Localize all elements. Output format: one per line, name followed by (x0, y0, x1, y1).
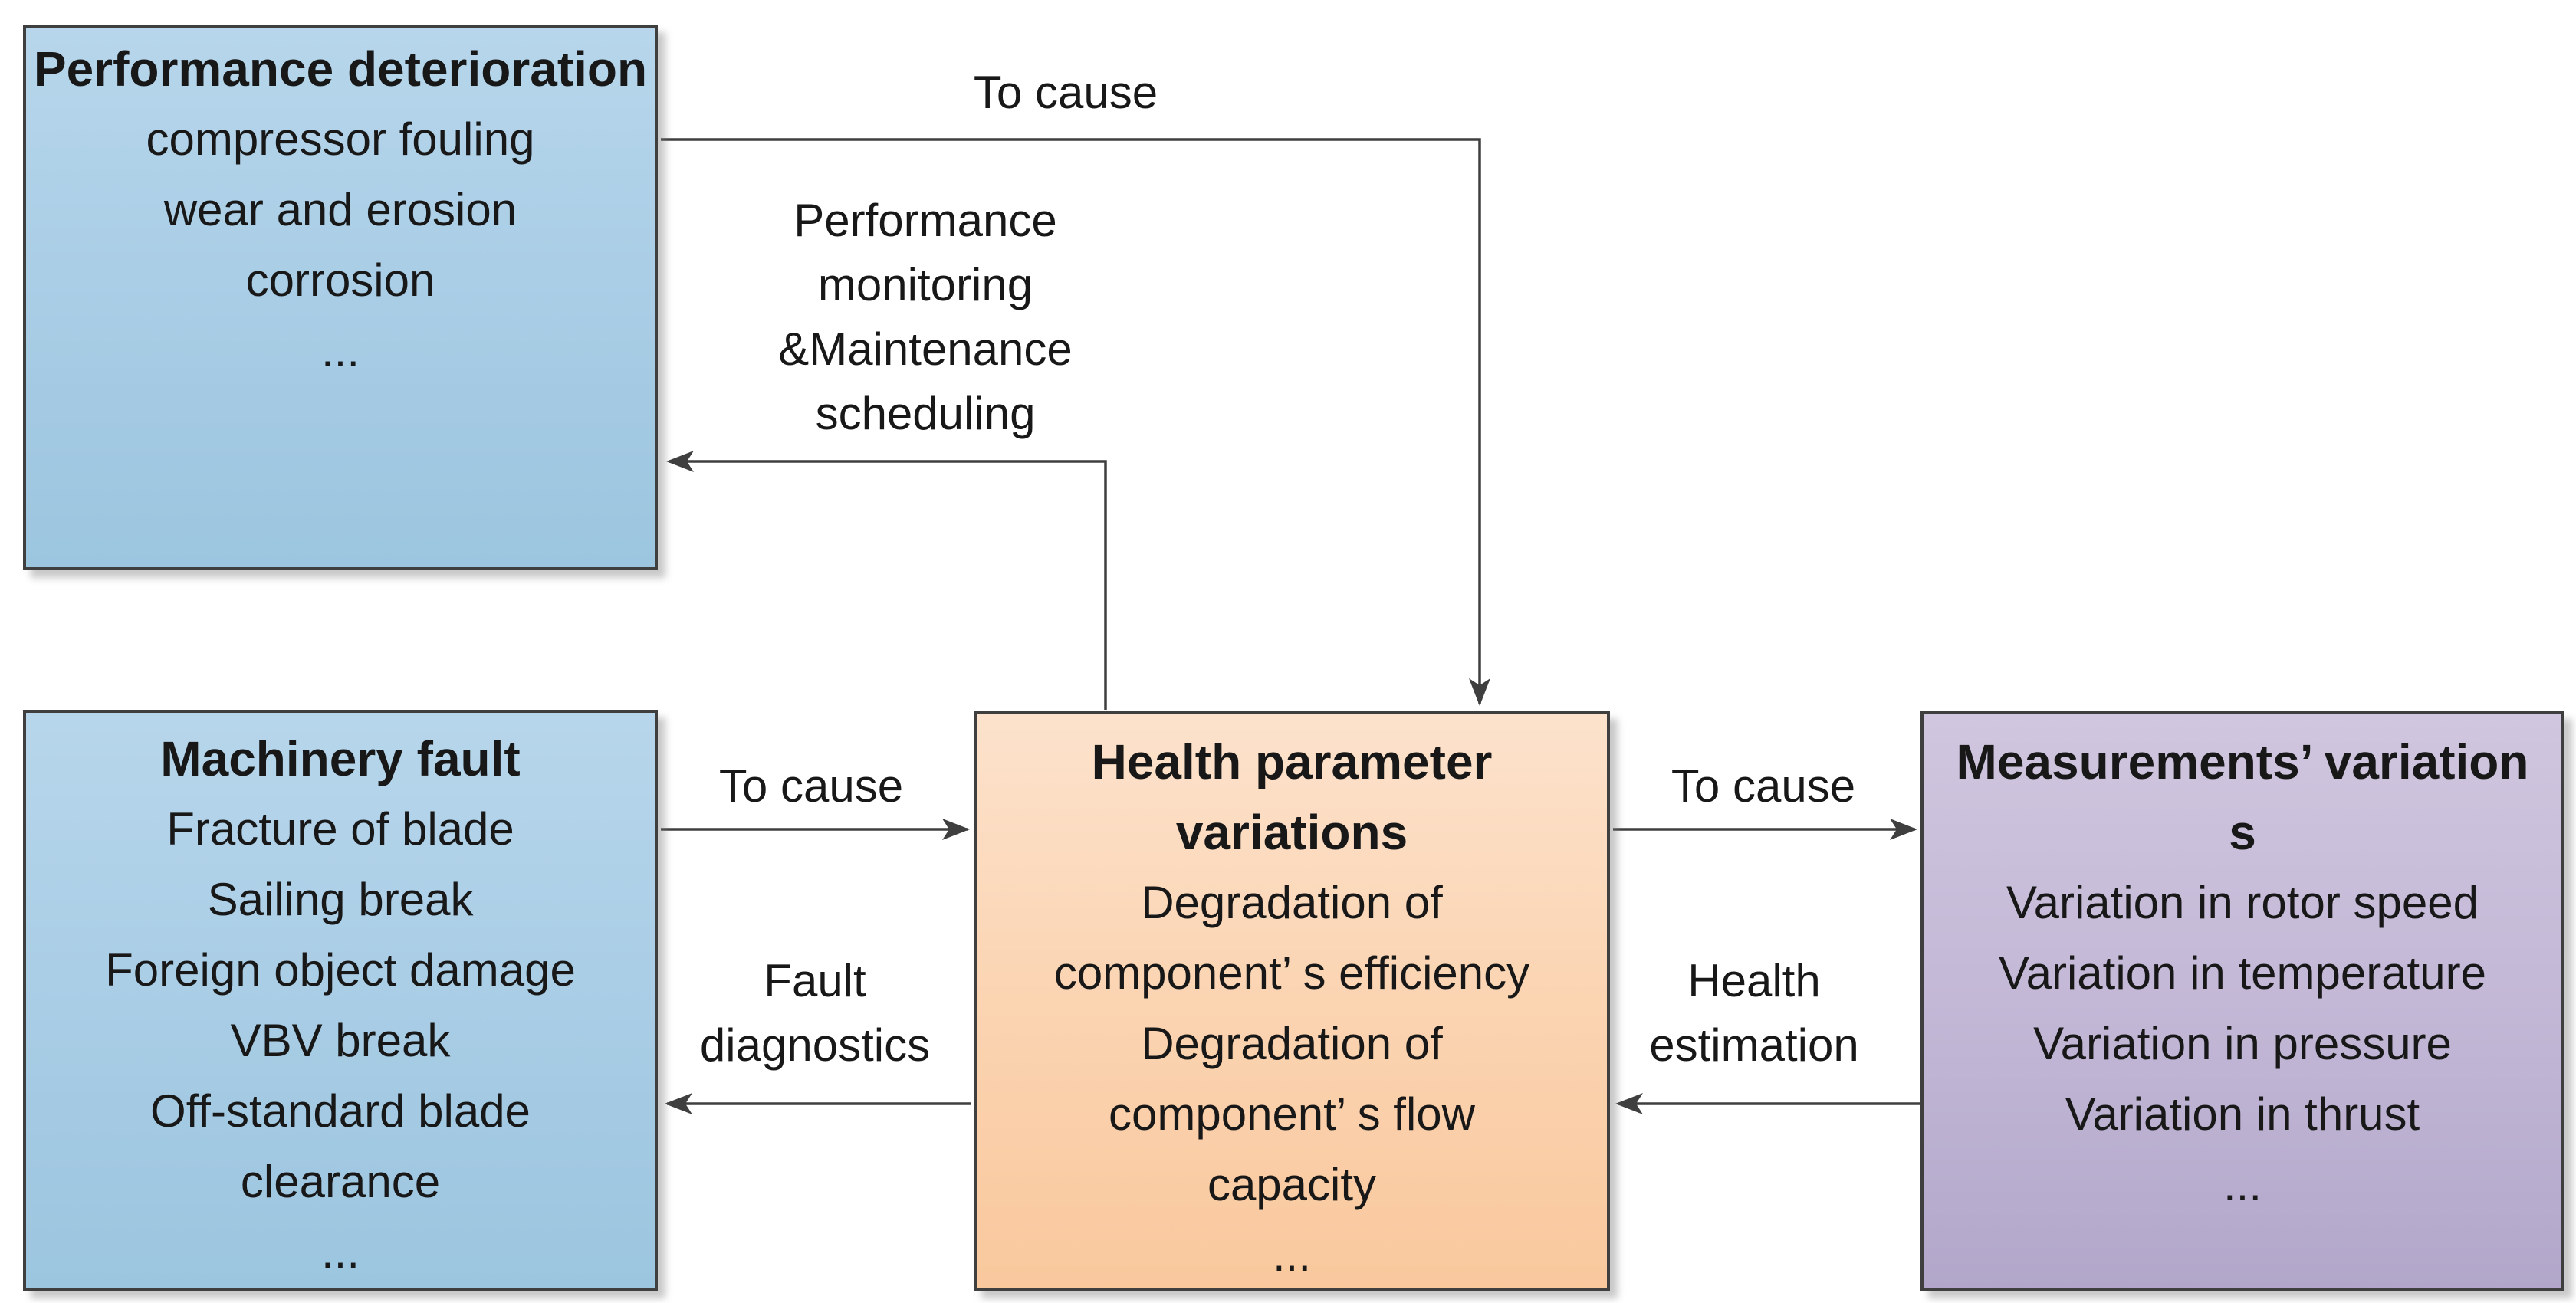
label-performance-monitoring: Performance monitoring &Maintenance sche… (695, 189, 1155, 446)
box-line: Foreign object damage (105, 944, 576, 996)
box-line: ... (2223, 1159, 2262, 1210)
box-title: Machinery fault (160, 731, 521, 786)
box-title: Performance deterioration (33, 41, 648, 97)
box-line: Sailing break (207, 874, 474, 925)
box-line: Degradation of (1141, 1018, 1443, 1069)
label-line: Performance (794, 195, 1057, 246)
box-line: ... (1272, 1229, 1311, 1281)
arrow-health-to-performance-icon (666, 451, 1107, 710)
box-title: s (2229, 805, 2256, 860)
box-title: Measurements’ variation (1956, 734, 2529, 789)
label-line: estimation (1649, 1019, 1859, 1071)
box-line: Variation in rotor speed (2006, 877, 2479, 928)
label-line: Health (1687, 955, 1821, 1006)
arrow-performance-to-health-icon (661, 138, 1490, 706)
box-line: ... (320, 1226, 360, 1278)
box-line: Degradation of (1141, 877, 1443, 928)
label-line: Fault (764, 955, 866, 1006)
box-machinery-fault: Machinery fault Fracture of blade Sailin… (23, 710, 658, 1291)
label-line: diagnostics (699, 1019, 931, 1071)
box-line: corrosion (245, 254, 435, 306)
box-line: component’ s flow (1108, 1088, 1475, 1140)
label-to-cause-top: To cause (973, 67, 1158, 118)
box-line: clearance (240, 1156, 441, 1207)
box-line: Fracture of blade (166, 803, 514, 855)
box-line: VBV break (230, 1015, 451, 1066)
box-line: component’ s efficiency (1053, 947, 1530, 999)
box-line: capacity (1207, 1159, 1377, 1210)
label-health-estimation: Health estimation (1585, 949, 1923, 1078)
label-line: scheduling (815, 388, 1036, 439)
box-line: Variation in temperature (1999, 947, 2486, 999)
box-measurements-variations: Measurements’ variation s Variation in r… (1921, 711, 2564, 1291)
label-to-cause-right: To cause (1671, 760, 1856, 812)
box-line: Variation in thrust (2065, 1088, 2420, 1140)
box-line: wear and erosion (163, 184, 518, 235)
box-health-parameter-variations: Health parameter variations Degradation … (974, 711, 1610, 1291)
box-line: Off-standard blade (150, 1085, 531, 1137)
box-line: compressor fouling (146, 113, 535, 165)
label-line: &Maintenance (778, 323, 1073, 375)
box-line: Variation in pressure (2033, 1018, 2452, 1069)
box-performance-deterioration: Performance deterioration compressor fou… (23, 25, 658, 570)
label-to-cause-left: To cause (718, 760, 904, 812)
box-title: variations (1175, 805, 1408, 860)
box-line: ... (320, 325, 360, 376)
box-title: Health parameter (1091, 734, 1493, 789)
label-fault-diagnostics: Fault diagnostics (646, 949, 984, 1078)
label-line: monitoring (817, 259, 1033, 310)
